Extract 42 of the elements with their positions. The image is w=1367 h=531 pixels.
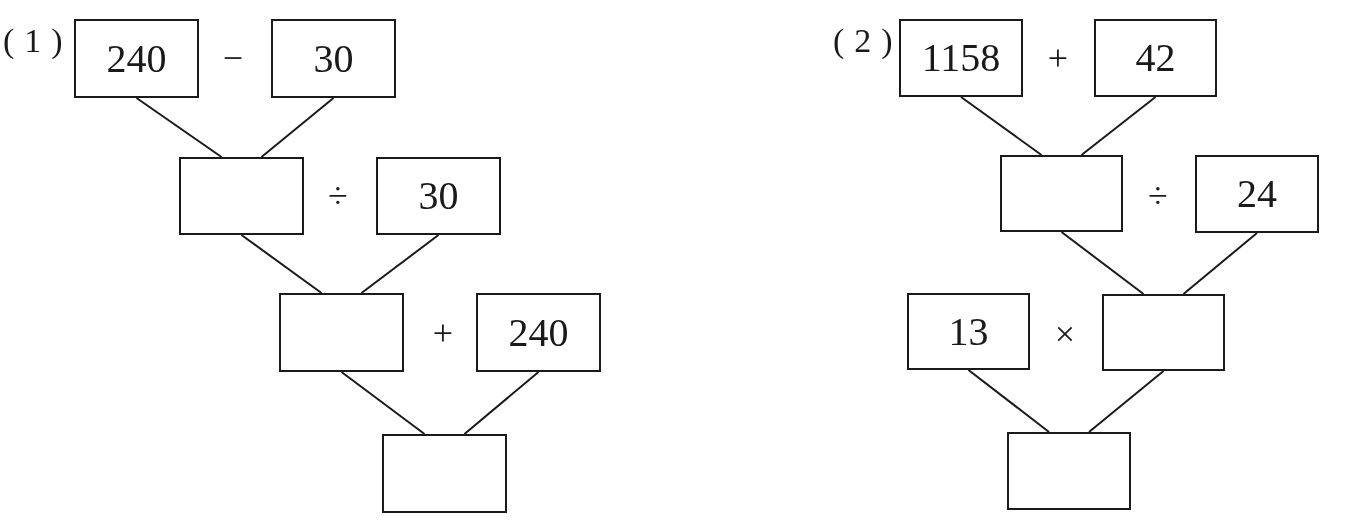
- number-text: 240: [106, 38, 167, 79]
- operator-sign: ×: [1054, 316, 1076, 352]
- connector-line: [463, 371, 540, 435]
- connector-line: [260, 97, 335, 158]
- number-box: [376, 157, 501, 235]
- answer-box: [279, 293, 404, 372]
- number-text: 30: [418, 176, 459, 216]
- number-box: [271, 19, 396, 98]
- connector-line: [135, 97, 223, 158]
- operator-sign: ÷: [1148, 178, 1168, 214]
- connector-line: [1080, 96, 1157, 156]
- connector-line: [967, 369, 1050, 433]
- number-box: [1195, 155, 1319, 233]
- connector-line: [240, 234, 323, 294]
- connector-line: [960, 96, 1043, 156]
- operator-sign: +: [1047, 40, 1069, 76]
- connector-line: [1182, 232, 1258, 295]
- number-text: 240: [508, 312, 569, 353]
- answer-box: [179, 157, 304, 235]
- number-text: 24: [1237, 174, 1277, 214]
- answer-box: [1102, 294, 1225, 371]
- operator-sign: −: [222, 40, 244, 76]
- connector-line: [1060, 231, 1145, 295]
- number-text: 30: [313, 38, 354, 79]
- number-box: [476, 293, 601, 372]
- number-text: 42: [1135, 38, 1176, 78]
- answer-box: [1000, 155, 1123, 232]
- number-box: [1094, 19, 1217, 97]
- operator-sign: ÷: [328, 178, 348, 214]
- number-box: [74, 19, 199, 98]
- problem-number: (1): [3, 24, 73, 58]
- number-box: [899, 19, 1023, 97]
- number-text: 13: [948, 311, 989, 352]
- operator-sign: +: [432, 315, 454, 351]
- problem-number: (2): [833, 24, 903, 58]
- number-text: 1158: [921, 38, 1001, 78]
- connector-line: [340, 371, 426, 435]
- answer-box: [382, 434, 507, 513]
- answer-box: [1007, 432, 1131, 510]
- number-box: [907, 293, 1030, 370]
- connector-line: [1088, 370, 1165, 433]
- connector-line: [360, 234, 440, 294]
